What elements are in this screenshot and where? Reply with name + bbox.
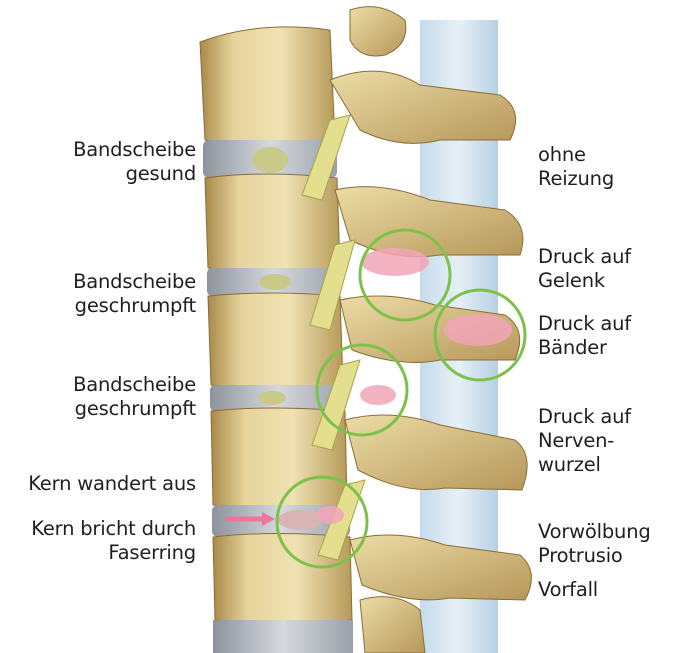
disc-5: [213, 620, 353, 653]
vertebra-1: [200, 27, 335, 145]
label-disc-shrunk-1: Bandscheibe geschrumpft: [73, 270, 196, 318]
disc-2-nucleus: [259, 274, 291, 290]
label-disc-healthy: Bandscheibe gesund: [73, 138, 196, 186]
disc-3-nucleus: [258, 391, 286, 405]
label-no-irritation: ohne Reizung: [538, 143, 614, 191]
label-pressure-joint: Druck auf Gelenk: [538, 245, 631, 293]
disc-4-nucleus: [278, 510, 322, 530]
label-nucleus-migrates: Kern wandert aus: [28, 472, 196, 496]
label-pressure-nerve: Druck auf Nerven- wurzel: [538, 405, 631, 477]
label-pressure-ligaments: Druck auf Bänder: [538, 312, 631, 360]
label-protrusion: Vorwölbung Protrusio: [538, 520, 651, 568]
disc-1-nucleus: [252, 147, 288, 173]
label-prolapse: Vorfall: [538, 578, 598, 602]
label-disc-shrunk-2: Bandscheibe geschrumpft: [73, 373, 196, 421]
label-nucleus-breaks: Kern bricht durch Faserring: [31, 517, 196, 565]
